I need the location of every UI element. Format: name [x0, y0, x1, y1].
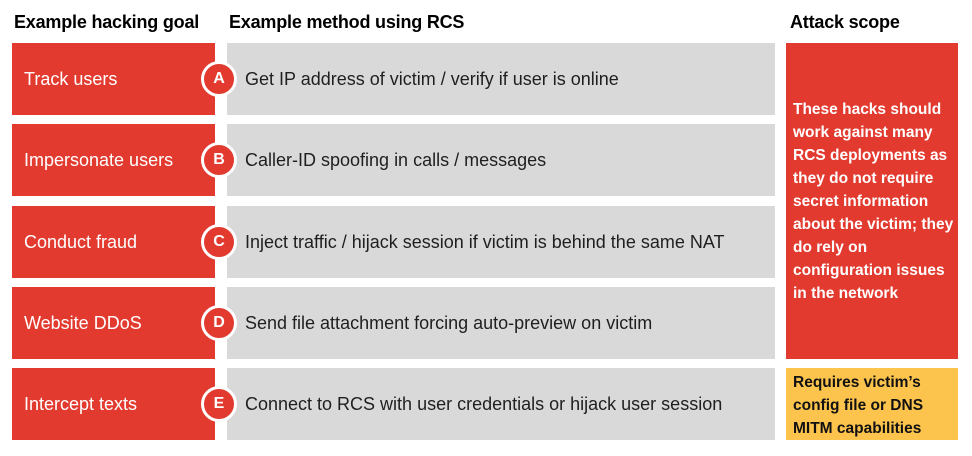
attack-scope-broad-text: These hacks should work against many RCS…: [793, 100, 954, 302]
badge-letter: E: [213, 395, 225, 412]
goal-label: Intercept texts: [24, 393, 138, 414]
column-header-method: Example method using RCS: [229, 12, 465, 32]
goal-box-impersonate-users: Impersonate users: [12, 124, 215, 196]
goal-box-intercept-texts: Intercept texts: [12, 368, 215, 440]
badge-letter: C: [213, 233, 225, 250]
goal-box-conduct-fraud: Conduct fraud: [12, 206, 215, 278]
goal-label: Website DDoS: [24, 312, 142, 333]
method-box-b: Caller-ID spoofing in calls / messages: [227, 124, 775, 196]
attack-scope-broad-box: These hacks should work against many RCS…: [786, 43, 958, 359]
method-box-a: Get IP address of victim / verify if use…: [227, 43, 775, 115]
attack-scope-narrow-text: Requires victim’s config file or DNS MIT…: [793, 374, 924, 437]
goal-label: Track users: [24, 68, 118, 89]
method-box-d: Send file attachment forcing auto-previe…: [227, 287, 775, 359]
goal-box-track-users: Track users: [12, 43, 215, 115]
method-label: Connect to RCS with user credentials or …: [245, 393, 723, 414]
badge-e: E: [201, 386, 237, 422]
method-label: Caller-ID spoofing in calls / messages: [245, 149, 547, 170]
column-header-attack-scope: Attack scope: [790, 12, 900, 32]
badge-letter: B: [213, 151, 225, 168]
badge-a: A: [201, 61, 237, 97]
method-label: Get IP address of victim / verify if use…: [245, 68, 619, 89]
goal-label: Impersonate users: [24, 149, 174, 170]
method-box-c: Inject traffic / hijack session if victi…: [227, 206, 775, 278]
column-header-hacking-goal: Example hacking goal: [14, 12, 200, 32]
badge-c: C: [201, 224, 237, 260]
attack-scope-narrow-box: Requires victim’s config file or DNS MIT…: [786, 368, 958, 440]
badge-letter: A: [213, 70, 225, 87]
method-label: Inject traffic / hijack session if victi…: [245, 231, 725, 252]
goal-box-website-ddos: Website DDoS: [12, 287, 215, 359]
badge-b: B: [201, 142, 237, 178]
method-label: Send file attachment forcing auto-previe…: [245, 312, 653, 333]
method-box-e: Connect to RCS with user credentials or …: [227, 368, 775, 440]
badge-d: D: [201, 305, 237, 341]
goal-label: Conduct fraud: [24, 231, 138, 252]
badge-letter: D: [213, 314, 225, 331]
